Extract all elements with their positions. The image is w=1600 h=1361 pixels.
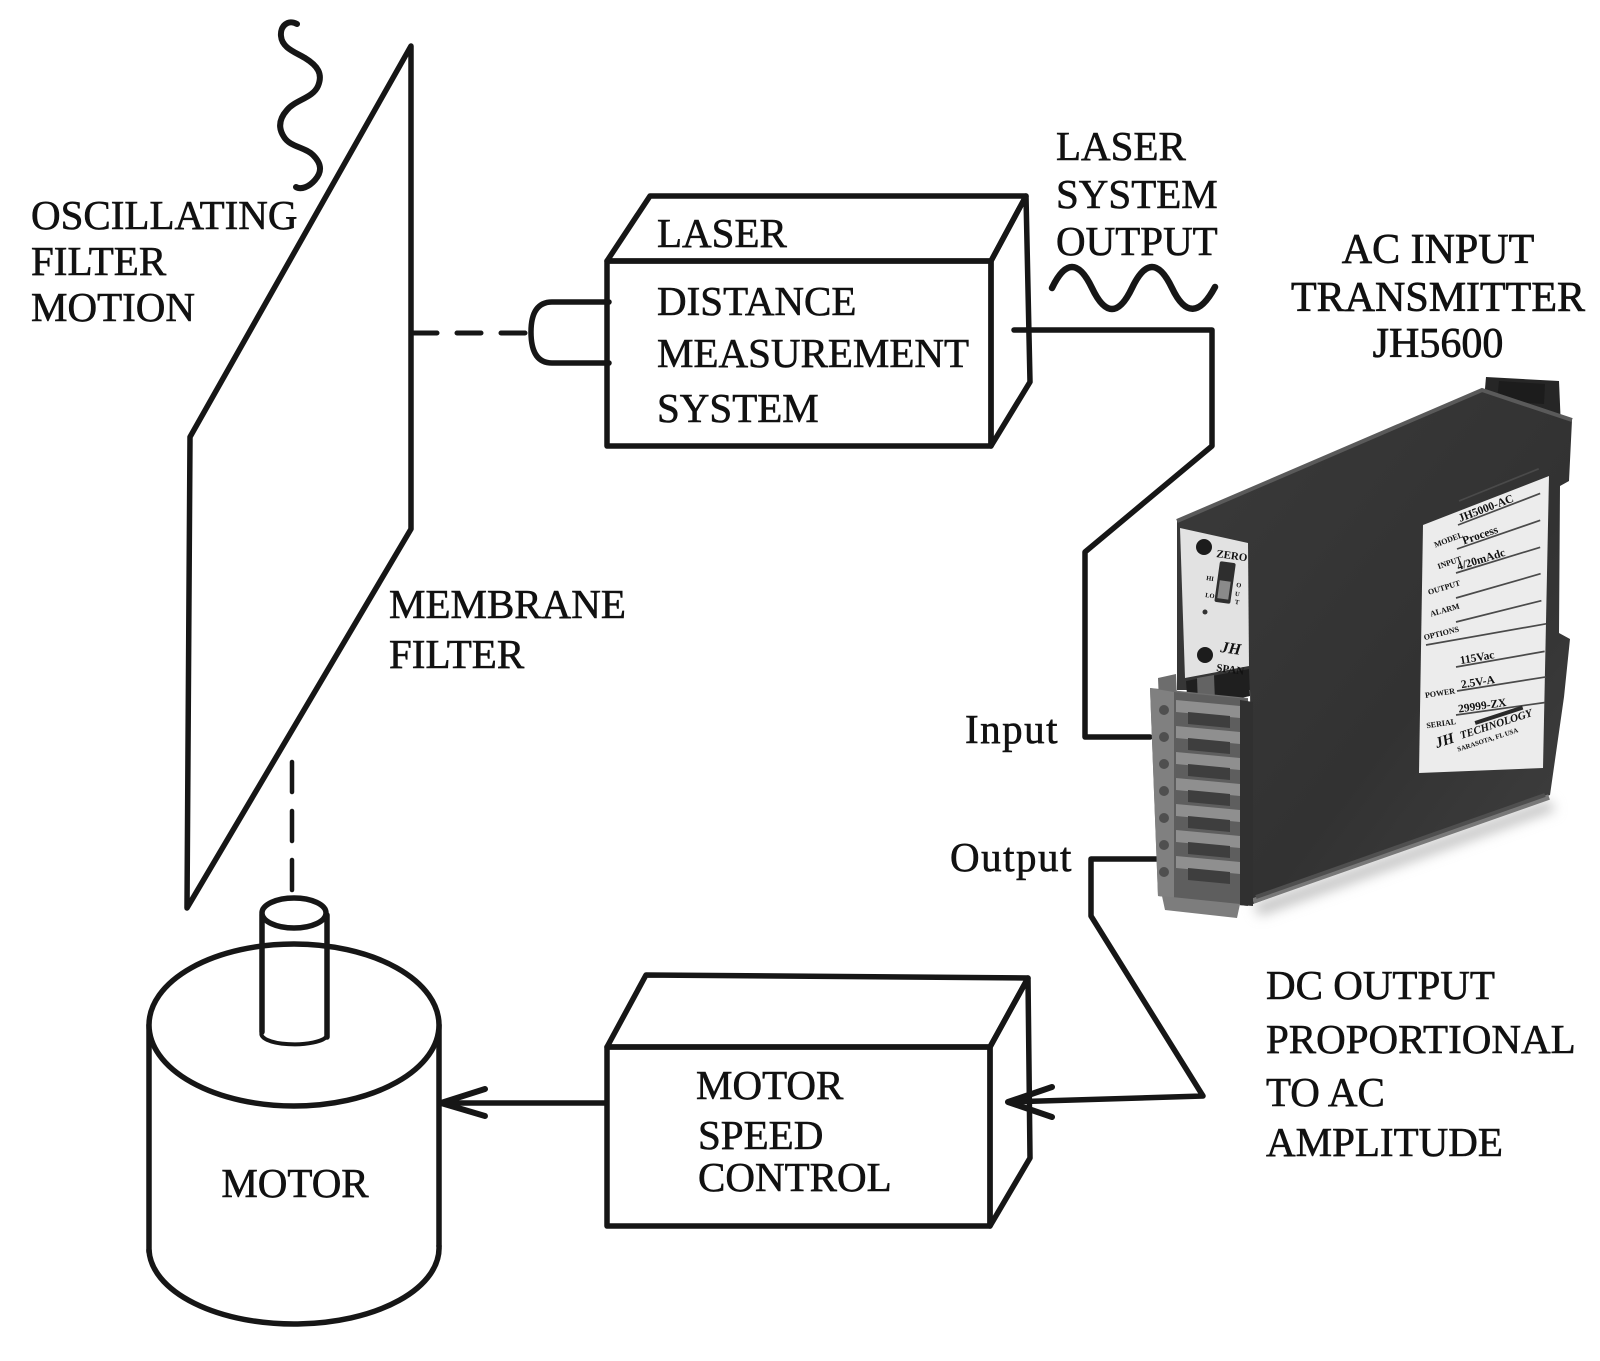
svg-text:SPAN: SPAN (1216, 662, 1245, 678)
svg-text:AC INPUT: AC INPUT (1342, 227, 1535, 273)
svg-text:MOTOR: MOTOR (221, 1160, 369, 1206)
svg-text:SYSTEM: SYSTEM (657, 385, 819, 431)
svg-text:FILTER: FILTER (31, 238, 167, 284)
svg-text:115Vac: 115Vac (1459, 649, 1495, 667)
svg-text:MEASUREMENT: MEASUREMENT (657, 330, 969, 376)
svg-text:SYSTEM: SYSTEM (1056, 171, 1218, 217)
svg-text:2.5V-A: 2.5V-A (1460, 674, 1496, 691)
svg-text:SERIAL: SERIAL (1426, 717, 1457, 730)
svg-text:PROPORTIONAL: PROPORTIONAL (1266, 1016, 1576, 1062)
svg-text:FILTER: FILTER (389, 631, 525, 677)
svg-text:LASER: LASER (1056, 123, 1187, 169)
svg-text:OUTPUT: OUTPUT (1056, 218, 1218, 264)
svg-text:JH: JH (1432, 730, 1457, 752)
svg-text:LASER: LASER (657, 210, 788, 256)
svg-text:HI: HI (1206, 575, 1215, 583)
svg-text:T: T (1234, 599, 1240, 607)
svg-text:TO AC: TO AC (1266, 1069, 1385, 1115)
svg-text:OSCILLATING: OSCILLATING (31, 192, 297, 238)
svg-text:DC OUTPUT: DC OUTPUT (1266, 962, 1495, 1008)
svg-text:MOTOR: MOTOR (696, 1062, 844, 1108)
svg-text:TRANSMITTER: TRANSMITTER (1291, 275, 1585, 321)
svg-text:LO: LO (1205, 592, 1215, 600)
svg-text:JH: JH (1218, 639, 1242, 659)
svg-text:O: O (1236, 582, 1242, 590)
svg-text:ZERO: ZERO (1216, 548, 1249, 564)
svg-text:MEMBRANE: MEMBRANE (389, 581, 626, 627)
svg-text:U: U (1234, 591, 1240, 599)
svg-text:SPEED: SPEED (698, 1112, 823, 1158)
svg-text:CONTROL: CONTROL (698, 1154, 892, 1200)
svg-text:DISTANCE: DISTANCE (657, 278, 856, 324)
svg-text:AMPLITUDE: AMPLITUDE (1266, 1119, 1503, 1165)
svg-text:JH5600: JH5600 (1373, 321, 1504, 367)
svg-text:Input: Input (965, 706, 1059, 752)
svg-text:MOTION: MOTION (31, 284, 195, 330)
svg-text:Output: Output (950, 834, 1073, 880)
